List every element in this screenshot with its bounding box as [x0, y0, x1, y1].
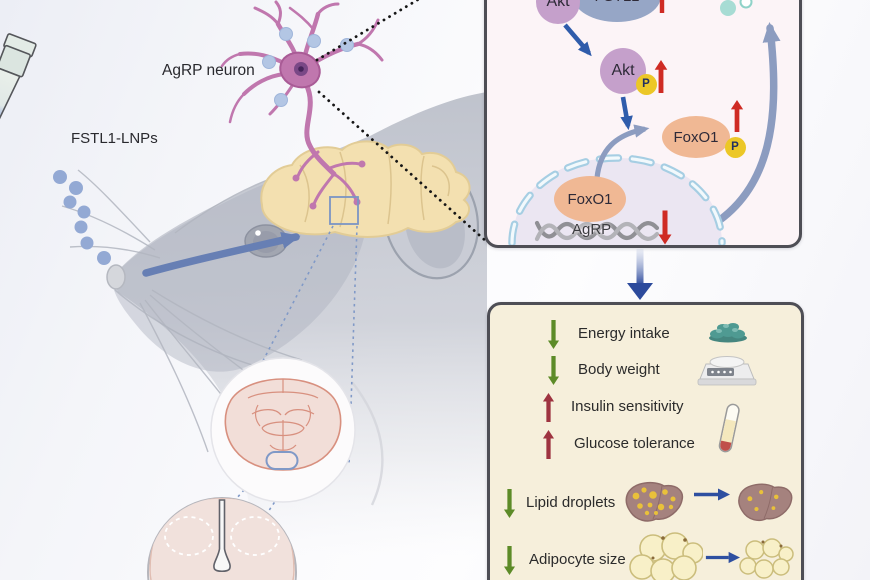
third-ventricle [213, 499, 231, 573]
agrp-gene-label: AgRP [572, 221, 612, 238]
up-arrow-red [659, 0, 665, 13]
vesicle-dot [739, 0, 753, 9]
foxo1-nucleus: FoxO1 [554, 176, 626, 222]
foxo1-cytoplasm: FoxO1 [662, 116, 730, 158]
lnp-droplets [53, 170, 111, 265]
outcome-label: Insulin sensitivity [571, 398, 684, 415]
adipocyte-icon [739, 538, 794, 579]
decrease-arrow [547, 320, 560, 349]
foxo1-exit-arrow [594, 124, 650, 179]
coronal-section-inset [210, 357, 356, 503]
phospho-badge-foxo1: P [724, 136, 746, 158]
neuron-label: AgRP neuron [162, 62, 255, 79]
liver-icon [625, 481, 684, 522]
increase-arrow [542, 393, 555, 422]
adipocyte-icon [629, 532, 703, 580]
outcome-label: Energy intake [578, 325, 670, 342]
decrease-arrow [547, 356, 560, 385]
result-arrow [694, 488, 730, 501]
akt-fstl1-complex-fstl1: FSTL1 [573, 0, 661, 22]
up-arrow-red [654, 60, 668, 93]
down-arrow-red [658, 210, 672, 245]
decrease-arrow [503, 546, 516, 575]
pathway-art [508, 0, 781, 245]
result-arrow [705, 551, 740, 564]
dna-helix [534, 220, 660, 242]
outcome-label: Lipid droplets [526, 494, 616, 511]
outcomes-panel: Energy intake Body weight Insulin sensit… [487, 302, 804, 580]
pipette-label: FSTL1-LNPs [71, 130, 158, 147]
nuclear-export-arrow [696, 22, 781, 236]
hypothalamus-roi [265, 451, 299, 470]
phospho-badge-akt: P [635, 73, 657, 95]
signal-arrow-1 [563, 23, 592, 57]
increase-arrow [542, 430, 555, 459]
outcome-label: Body weight [578, 361, 660, 378]
vesicle-dot [720, 0, 736, 16]
mouse-nose [106, 264, 126, 290]
pipette-icon [0, 33, 37, 165]
brain-roi-box [329, 196, 359, 225]
decrease-arrow [503, 489, 516, 518]
blood-tube-icon [718, 403, 740, 453]
injection-arrow [142, 231, 301, 277]
magnifier-dotted-lines [315, 0, 489, 244]
food-pellets-icon [709, 323, 747, 343]
liver-icon [738, 483, 793, 521]
pathway-panel: FSTL1 Akt Akt P FoxO1 P FoxO1 AgRP [484, 0, 802, 248]
brain [260, 140, 471, 238]
signal-arrow-2 [620, 96, 633, 131]
agrp-neuron [220, 0, 384, 210]
outcome-label: Adipocyte size [529, 551, 626, 568]
panel-connector-arrow [627, 249, 653, 300]
arcuate-inset [147, 497, 297, 580]
up-arrow-red [730, 100, 744, 132]
outcome-label: Glucose tolerance [574, 435, 695, 452]
scale-icon [697, 356, 757, 386]
lnp-particles [262, 27, 354, 107]
